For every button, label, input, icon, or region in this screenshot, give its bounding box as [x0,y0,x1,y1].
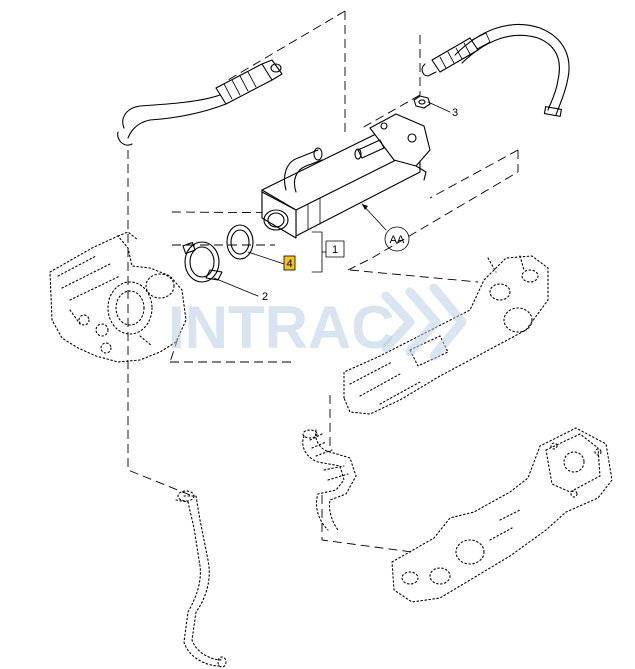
callout-aa-label: AA [390,234,405,246]
nut-part-3 [413,95,431,109]
callout-4: 4 [247,251,296,271]
gasket-part-4 [226,224,254,260]
callout-3-label: 3 [452,107,458,119]
egr-cooler [261,113,431,239]
upper-left-hose [117,59,283,146]
callout-4-highlight [283,255,296,271]
upper-coolant-hose [421,24,570,117]
callout-2-label: 2 [262,291,268,303]
assembly-dash-lines [127,10,519,553]
egr-valve-assembly [49,231,187,363]
intrac-watermark: INTRAC [168,283,467,361]
callout-1-label: 1 [332,244,338,256]
lower-left-pipe [175,490,227,668]
callout-aa: AA [361,203,410,252]
callout-3: 3 [427,101,458,119]
callout-4-label: 4 [286,258,292,270]
callout-1: 1 [311,231,345,273]
watermark-text: INTRAC [168,294,395,361]
exhaust-manifold-lower [391,427,613,603]
clamp-part-2 [182,241,223,283]
watermark-chevrons-icon [381,283,467,361]
flexible-pipe [302,429,357,531]
callout-2: 2 [213,277,268,303]
